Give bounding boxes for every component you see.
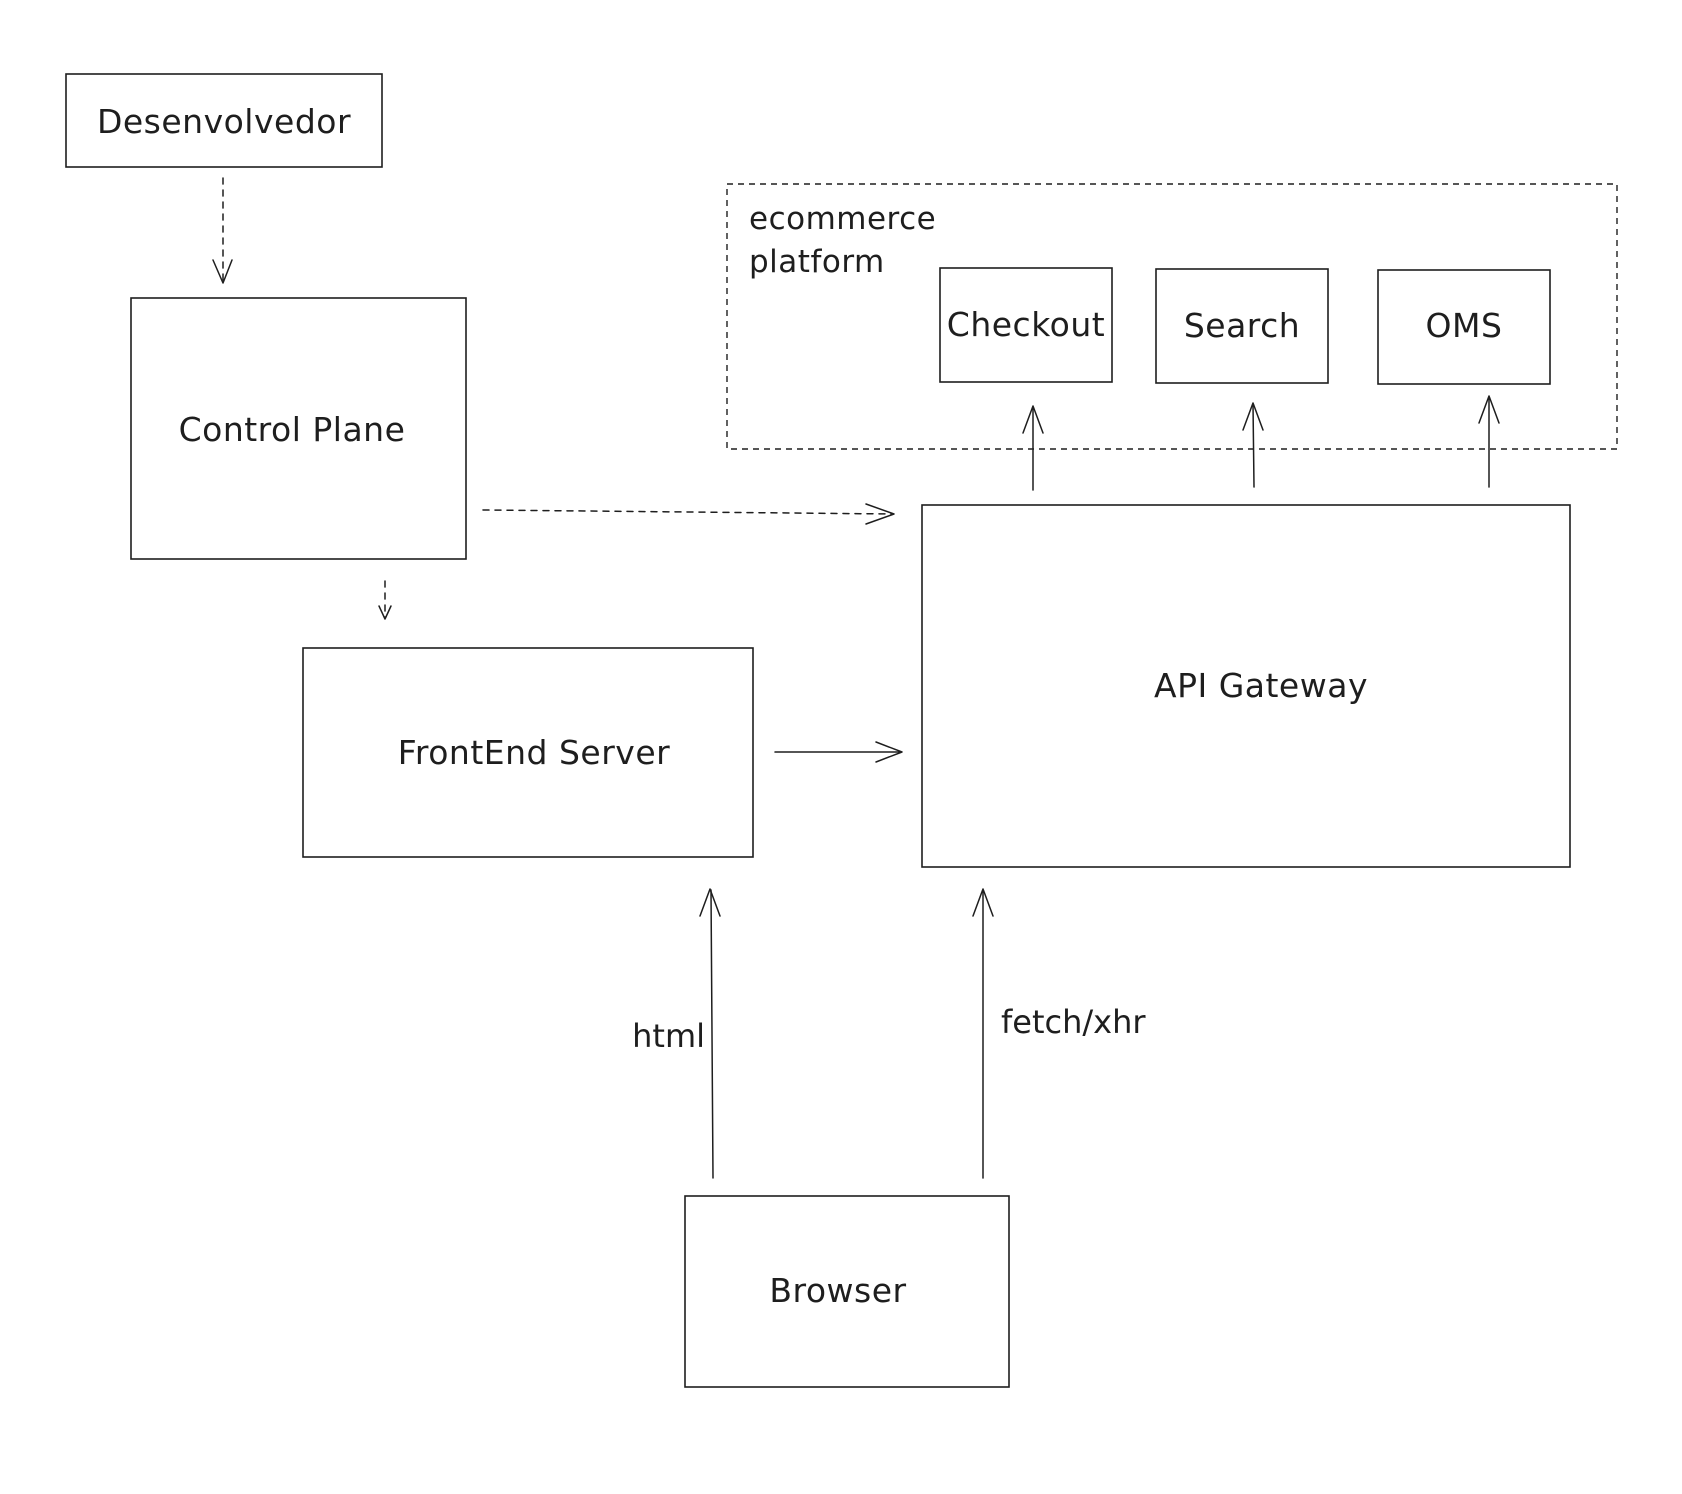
edge-label-html: html (632, 1017, 705, 1055)
node-checkout[interactable]: Checkout (939, 267, 1113, 383)
edge-frontend-to-gateway-arrowhead (875, 741, 903, 763)
edge-control-plane-to-frontend-arrowhead (378, 605, 392, 620)
edge-gateway-to-search-arrowhead (1242, 402, 1264, 431)
ecommerce-platform-label-line1: ecommerce (749, 201, 936, 237)
node-frontend-server[interactable]: FrontEnd Server (302, 647, 754, 858)
ecommerce-platform-group: ecommerce platform (726, 183, 1618, 450)
edge-gateway-to-oms (1478, 395, 1500, 488)
developer-box (65, 73, 383, 168)
edge-control-plane-to-gateway (482, 503, 895, 525)
oms-box (1377, 269, 1551, 385)
node-developer[interactable]: Desenvolvedor (65, 73, 383, 168)
edge-gateway-to-search-line (1252, 403, 1255, 488)
edge-browser-to-frontend: html (632, 888, 721, 1179)
edge-control-plane-to-gateway-line (482, 509, 894, 515)
edge-developer-to-control-plane (212, 177, 233, 284)
search-box (1155, 268, 1329, 384)
developer-label: Desenvolvedor (97, 102, 351, 141)
edge-developer-to-control-plane-arrowhead (212, 259, 233, 284)
browser-label: Browser (769, 1271, 906, 1310)
control-plane-label: Control Plane (179, 410, 406, 449)
edge-browser-to-frontend-arrowhead (699, 888, 721, 917)
edge-gateway-to-oms-arrowhead (1478, 395, 1500, 424)
edge-gateway-to-search (1242, 402, 1264, 488)
checkout-box (939, 267, 1113, 383)
node-browser[interactable]: Browser (684, 1195, 1010, 1388)
api-gateway-label: API Gateway (1154, 666, 1368, 705)
edge-browser-to-gateway: fetch/xhr (972, 888, 1146, 1179)
ecommerce-platform-boundary (726, 183, 1618, 450)
edge-label-fetch-xhr: fetch/xhr (1001, 1003, 1146, 1041)
node-control-plane[interactable]: Control Plane (130, 297, 467, 560)
node-api-gateway[interactable]: API Gateway (921, 504, 1571, 868)
ecommerce-platform-label-line2: platform (749, 244, 885, 280)
edge-frontend-to-gateway (774, 741, 903, 763)
api-gateway-box (921, 504, 1571, 868)
search-label: Search (1184, 306, 1300, 345)
edge-control-plane-to-gateway-arrowhead (865, 503, 895, 525)
control-plane-box (130, 297, 467, 560)
browser-box (684, 1195, 1010, 1388)
frontend-server-box (302, 647, 754, 858)
checkout-label: Checkout (947, 305, 1105, 344)
frontend-server-label: FrontEnd Server (398, 733, 670, 772)
edge-gateway-to-checkout-arrowhead (1022, 405, 1044, 434)
edge-browser-to-frontend-line (710, 889, 714, 1179)
edge-control-plane-to-frontend (378, 580, 392, 620)
node-oms[interactable]: OMS (1377, 269, 1551, 385)
node-search[interactable]: Search (1155, 268, 1329, 384)
edge-browser-to-gateway-arrowhead (972, 888, 994, 917)
edge-gateway-to-checkout (1022, 405, 1044, 491)
oms-label: OMS (1426, 306, 1503, 345)
